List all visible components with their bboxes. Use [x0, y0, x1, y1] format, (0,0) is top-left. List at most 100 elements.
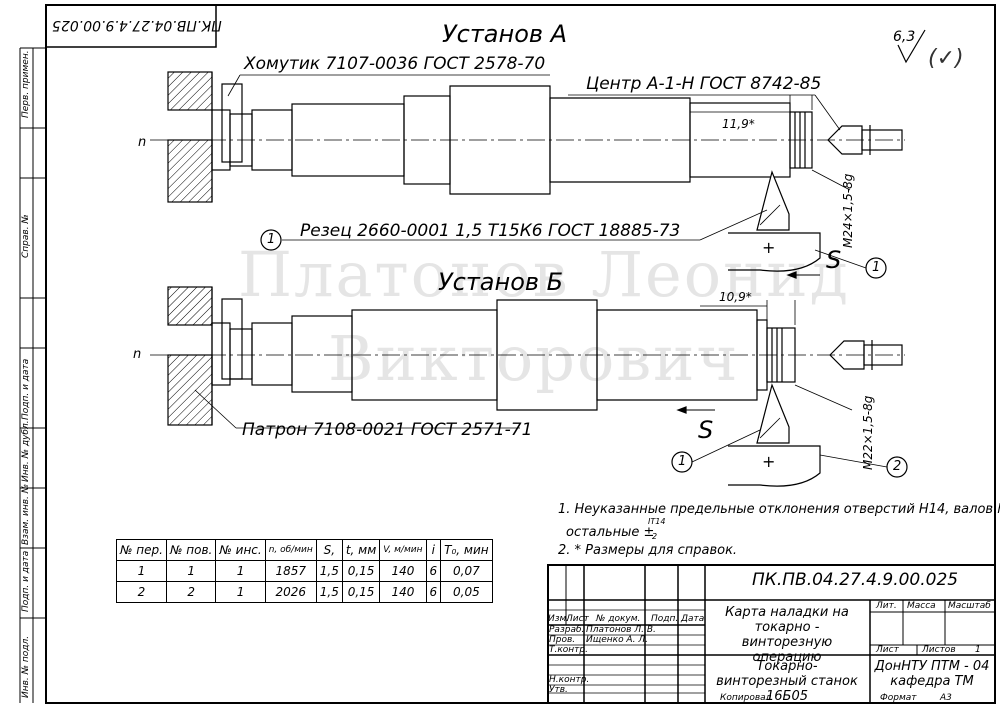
- side-label-sprav: Справ. №: [21, 214, 31, 258]
- table-header: V, м/мин: [379, 539, 427, 561]
- spindle-b: n: [133, 347, 142, 362]
- row-prov: Пров.: [549, 635, 576, 645]
- note-1: 1. Неуказанные предельные отклонения отв…: [558, 502, 1000, 517]
- tool-plus-b: +: [762, 452, 776, 471]
- table-cell: 6: [425, 560, 442, 582]
- table-cell: 0,15: [341, 581, 381, 603]
- note-1b: остальные ±: [566, 525, 655, 540]
- row-tkontr: Т.контр.: [549, 645, 589, 655]
- spindle-a: n: [138, 135, 147, 150]
- table-header: T₀, мин: [440, 539, 493, 561]
- roughness-symbol: (✓): [928, 46, 964, 71]
- table-cell: 0,07: [440, 560, 493, 582]
- table-cell: 0,15: [341, 560, 381, 582]
- clamp-label: Хомутик 7107-0036 ГОСТ 2578-70: [244, 54, 546, 74]
- stamp-number-rotated: ПК.ПВ.04.27.4.9.00.025: [52, 17, 222, 33]
- thread-b: M22×1,5-8g: [861, 395, 875, 470]
- table-row: 2 2 1 2026 1,5 0,15 140 6 0,05: [116, 581, 493, 603]
- format-label: Формат: [880, 693, 917, 703]
- col-data: Дата: [681, 614, 705, 624]
- name-razrab: Платонов Л. В.: [586, 625, 656, 635]
- thread-a: M24×1,5-8g: [841, 173, 855, 248]
- massa-label: Масса: [907, 601, 936, 611]
- table-cell: 2: [116, 581, 167, 603]
- frame-border: [45, 4, 996, 704]
- center-label: Центр А-1-Н ГОСТ 8742-85: [586, 74, 822, 94]
- cutter-label: Резец 2660-0001 1,5 Т15К6 ГОСТ 18885-73: [300, 221, 681, 241]
- feed-b: S: [698, 416, 714, 444]
- table-header: S,: [315, 539, 343, 561]
- col-izm: Изм.: [548, 614, 570, 624]
- title-block-lines: [547, 564, 996, 704]
- table-cell: 0,05: [440, 581, 493, 603]
- machine-name: Токарно-винторезный станок 16Б05: [716, 659, 858, 704]
- table-header: № инс.: [215, 539, 266, 561]
- operations-table: № пер. № пов. № инс. n, об/мин S, t, мм …: [116, 539, 493, 603]
- doc-title: Карта наладки на токарно - винторезную о…: [725, 605, 849, 665]
- table-row: 1 1 1 1857 1,5 0,15 140 6 0,07: [116, 560, 493, 582]
- note-1-frac-top: IT14: [648, 517, 666, 526]
- callout-1b: 1: [872, 260, 881, 275]
- table-header: № пер.: [116, 539, 167, 561]
- table-cell: 6: [425, 581, 442, 603]
- table-cell: 1,5: [315, 581, 343, 603]
- table-header: t, мм: [341, 539, 381, 561]
- table-cell: 1,5: [315, 560, 343, 582]
- col-list: Лист: [566, 614, 589, 624]
- roughness-symbol: [897, 29, 926, 64]
- table-cell: 140: [379, 581, 427, 603]
- table-cell: 1: [215, 581, 266, 603]
- watermark-line2: Викторович: [328, 322, 740, 395]
- table-cell: 140: [379, 560, 427, 582]
- feed-a: S: [826, 246, 842, 274]
- row-razrab: Разраб.: [549, 625, 585, 635]
- listov-label: Листов: [922, 645, 956, 655]
- table-header: n, об/мин: [264, 539, 317, 561]
- table-cell: 2: [165, 581, 217, 603]
- table-cell: 1: [116, 560, 167, 582]
- table-cell: 1: [215, 560, 266, 582]
- table-header: № пов.: [165, 539, 217, 561]
- note-1-frac-bot: 2: [652, 532, 658, 541]
- callout-2: 2: [893, 459, 902, 474]
- listov-value: 1: [975, 645, 981, 655]
- watermark-line1: Платонов Леонид: [238, 238, 850, 311]
- side-label-podp-data-2: Подп. и дата: [21, 550, 31, 612]
- side-label-podp-data-1: Подп. и дата: [21, 358, 31, 420]
- callout-1a: 1: [267, 232, 276, 247]
- note-2: 2. * Размеры для справок.: [558, 543, 738, 558]
- kopiroval-label: Копировал: [720, 693, 772, 703]
- table-cell: 2026: [264, 581, 317, 603]
- callout-1c: 1: [678, 454, 687, 469]
- lit-label: Лит.: [876, 601, 897, 611]
- tool-plus-a: +: [762, 238, 776, 257]
- roughness-value: 6,3: [893, 29, 916, 45]
- dimension-a: 11,9*: [722, 117, 755, 131]
- left-strip: [19, 47, 46, 703]
- setup-a-drawing: [150, 71, 905, 279]
- table-cell: 1857: [264, 560, 317, 582]
- chuck-label: Патрон 7108-0021 ГОСТ 2571-71: [242, 420, 533, 440]
- name-prov: Ищенко А. Л.: [586, 635, 648, 645]
- masshtab-label: Масштаб: [948, 601, 991, 611]
- table-cell: 1: [165, 560, 217, 582]
- side-label-vzam-inv: Взам. инв. №: [21, 483, 31, 545]
- doc-number: ПК.ПВ.04.27.4.9.00.025: [752, 570, 959, 590]
- table-header-row: № пер. № пов. № инс. n, об/мин S, t, мм …: [116, 539, 493, 561]
- dimension-b: 10,9*: [719, 290, 752, 304]
- side-label-inv-podl: Инв. № подл.: [21, 635, 31, 698]
- setup-b-drawing: [150, 286, 908, 487]
- row-nkontr: Н.контр.: [549, 675, 590, 685]
- table-header: i: [425, 539, 442, 561]
- side-label-inv-dubl: Инв. № дубл.: [21, 420, 31, 482]
- org-name: ДонНТУ ПТМ - 04 кафедра ТМ: [874, 659, 990, 689]
- col-podp: Подп.: [651, 614, 679, 624]
- format-value: А3: [940, 693, 952, 703]
- list-label: Лист: [876, 645, 899, 655]
- setup-b-title: Установ Б: [438, 268, 564, 296]
- side-label-perv-primen: Перв. примен.: [21, 50, 31, 118]
- col-docum: № докум.: [596, 614, 641, 624]
- setup-a-title: Установ А: [442, 20, 568, 48]
- row-utv: Утв.: [549, 685, 568, 695]
